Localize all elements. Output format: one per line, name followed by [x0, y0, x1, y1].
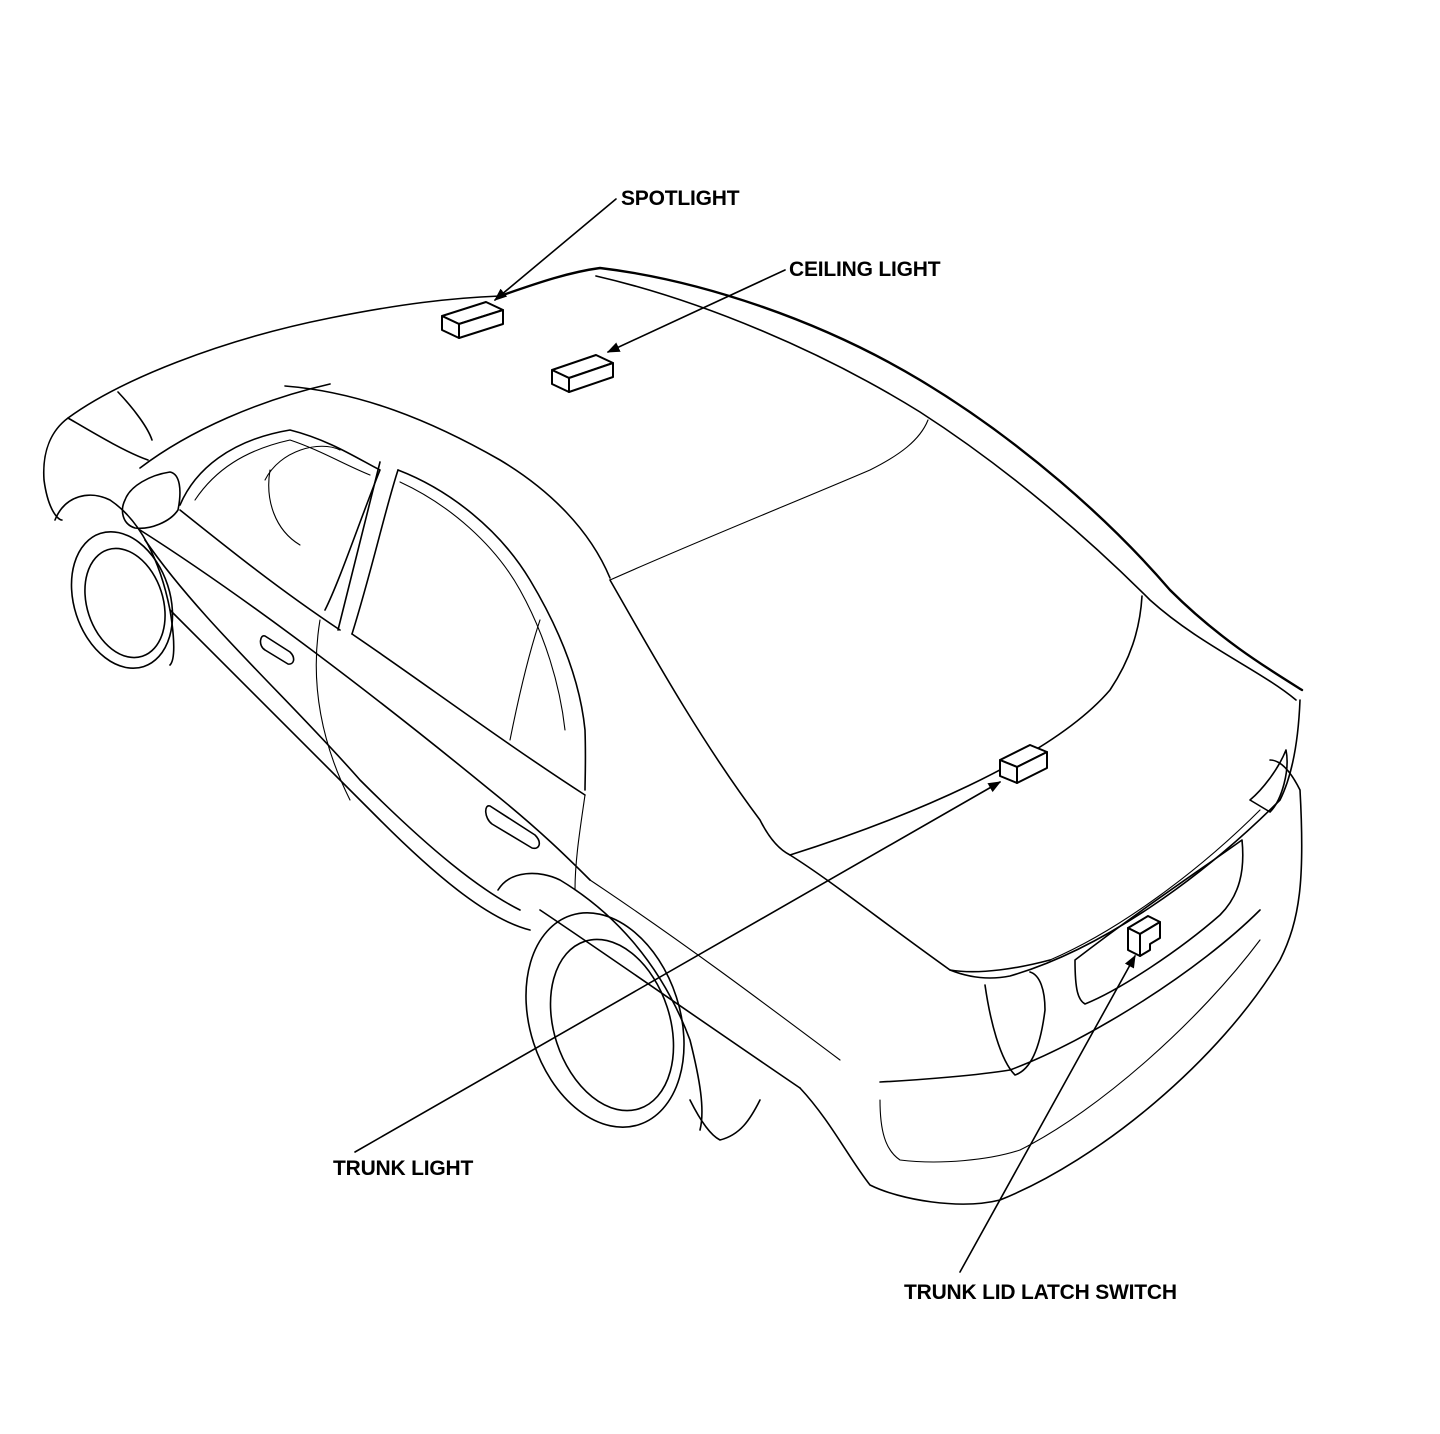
ceiling-light-component	[551, 354, 614, 393]
front-wheel-arch	[54, 494, 175, 666]
roof-left-edge	[284, 385, 611, 579]
rear-quarter-edge	[539, 909, 801, 1089]
trunk-lid-front	[789, 699, 1301, 979]
front-belt-line	[179, 509, 341, 631]
latch-switch-side	[1139, 921, 1161, 957]
rear-wheel-outer	[525, 912, 685, 1128]
front-wheel-outer	[70, 530, 174, 670]
rear-window	[609, 579, 1143, 856]
b-pillar	[337, 461, 399, 635]
side-lower-edge	[144, 539, 521, 911]
front-wheel-inner	[84, 547, 166, 659]
front-window-frame	[179, 429, 381, 611]
trunk-lid-latch-switch-label: TRUNK LID LATCH SWITCH	[904, 1281, 1177, 1304]
trunk-lid-latch-switch-component	[1127, 915, 1161, 957]
rear-wheel-inner	[549, 938, 675, 1112]
mud-flap	[689, 1099, 761, 1141]
c-pillar-line	[509, 619, 541, 741]
trunk-lid-edge	[949, 959, 1051, 973]
hood-top-line	[67, 295, 501, 419]
spotlight-component	[441, 301, 504, 339]
trunk-lid-latch-switch-leader	[959, 954, 1136, 1273]
headrest	[268, 469, 301, 546]
rear-wheel-arch	[497, 872, 703, 1131]
trunk-light-box-side	[1016, 751, 1048, 784]
license-plate-recess	[1074, 839, 1244, 1005]
rear-door-shutline	[574, 794, 586, 891]
hood-outline	[42, 417, 149, 521]
latch-switch-front	[1127, 927, 1141, 957]
rear-door-handle	[484, 805, 541, 850]
rear-bumper-upper	[879, 909, 1261, 1083]
tail-light-left	[984, 971, 1046, 1076]
windshield-base	[139, 383, 331, 469]
front-window-inner	[194, 439, 371, 501]
side-character-line	[139, 529, 591, 881]
spotlight-leader	[494, 198, 617, 301]
ceiling-light-leader	[606, 269, 786, 353]
steering-wheel	[264, 445, 341, 481]
spotlight-label: SPOTLIGHT	[621, 187, 740, 210]
rear-window-frame	[397, 469, 587, 791]
spotlight-box-side	[458, 309, 504, 339]
bumper-lower-line	[879, 939, 1261, 1163]
sunroof-line	[609, 419, 929, 581]
front-door-shutline	[315, 619, 351, 801]
rear-quarter-line	[589, 879, 841, 1061]
hood-crease	[117, 391, 153, 441]
rear-bumper-outline	[799, 759, 1303, 1205]
trunk-light-label: TRUNK LIGHT	[333, 1157, 474, 1180]
roof-inner-edge	[595, 275, 1297, 701]
car-body	[42, 266, 1304, 1205]
side-mirror	[121, 471, 181, 530]
front-door-handle	[259, 635, 295, 665]
rear-window-inner	[399, 481, 566, 731]
side-sill-line	[169, 609, 531, 931]
rear-belt-line	[351, 633, 586, 796]
ceiling-light-label: CEILING LIGHT	[789, 258, 941, 281]
trunk-light-component	[999, 744, 1048, 784]
tail-light-right	[1249, 749, 1288, 813]
trunk-light-leader	[354, 781, 1002, 1153]
roof-outer-edge	[498, 266, 1304, 692]
ceiling-light-box-side	[568, 362, 614, 393]
trunk-shutline	[1049, 809, 1261, 961]
